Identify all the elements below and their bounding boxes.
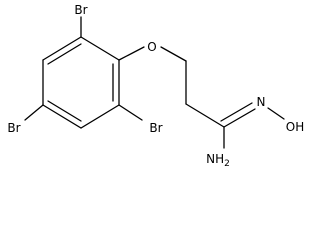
amine-nh-text: NH	[206, 152, 224, 166]
bond-c2-oxygen	[118, 46, 145, 61]
atom-label-amine: NH2	[206, 152, 230, 169]
ring-bond-c3-c4	[80, 104, 120, 129]
ring-bond-c6-c1	[42, 36, 82, 61]
chemical-structure-diagram: Br O Br Br N OH NH2	[7, 3, 304, 169]
ring-bond-c1-c2	[80, 36, 120, 61]
ring-bond-c4-c5	[42, 104, 82, 129]
amine-subscript: 2	[224, 159, 230, 169]
atom-label-oxygen: O	[147, 40, 156, 54]
bond-oxygen-ch2	[160, 46, 187, 62]
bond-amidine-c-n-double-2	[220, 102, 253, 122]
atom-label-br-top: Br	[74, 3, 87, 17]
benzene-ring	[42, 36, 120, 129]
atom-label-br-left: Br	[7, 121, 20, 135]
atom-label-hydroxyl: OH	[286, 120, 304, 134]
bond-ch2-amidine-c	[185, 103, 225, 128]
atom-label-oxime-nitrogen: N	[257, 95, 266, 109]
bond-c5-br-left	[24, 104, 44, 121]
ring-bond-c4-c5-inner	[47, 100, 82, 122]
ring-bond-c6-c1-inner	[47, 43, 82, 65]
bond-amidine-c-n-double-1	[223, 108, 256, 128]
atom-label-br-right: Br	[149, 121, 162, 135]
bond-n-oh	[267, 107, 285, 120]
bond-c3-br-right	[118, 104, 143, 121]
